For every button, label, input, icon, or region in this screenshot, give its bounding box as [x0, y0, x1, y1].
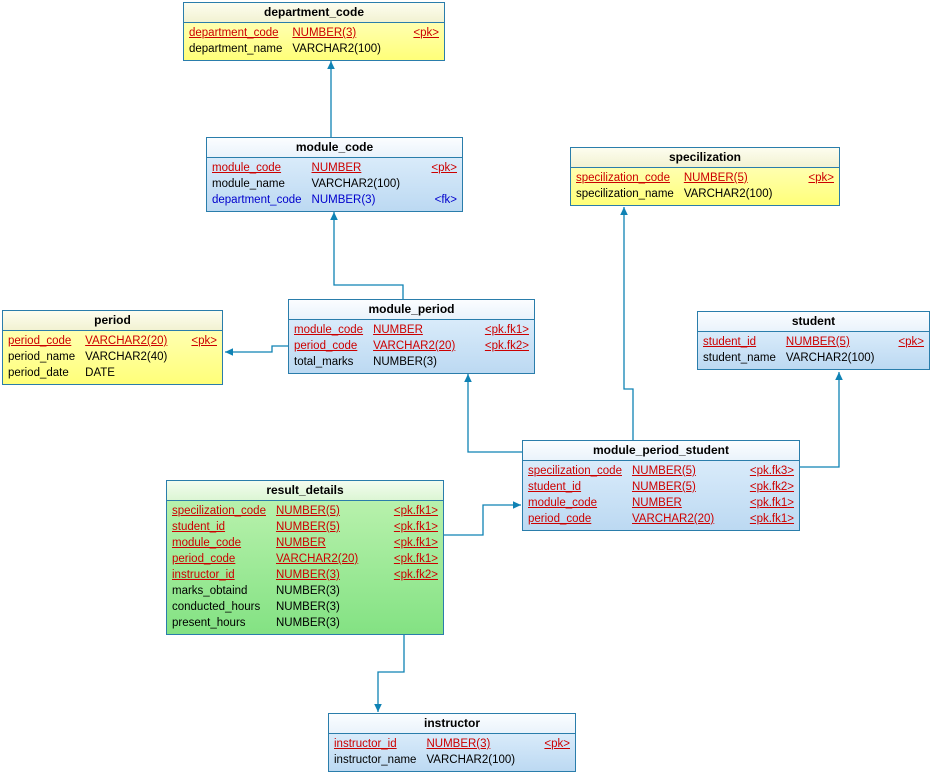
attribute-list: student_id NUMBER(5) <pk> student_name V… [698, 332, 929, 369]
attribute-list: specilization_code NUMBER(5) <pk.fk3> st… [523, 461, 799, 530]
attribute-list: module_code NUMBER <pk> module_name VARC… [207, 158, 462, 211]
entity-title: period [3, 311, 222, 331]
attribute-list: specilization_code NUMBER(5) <pk.fk1> st… [167, 501, 443, 634]
entity-title: result_details [167, 481, 443, 501]
entity-module_code[interactable]: module_code module_code NUMBER <pk> modu… [206, 137, 463, 212]
attribute-list: module_code NUMBER <pk.fk1> period_code … [289, 320, 534, 373]
entity-student[interactable]: student student_id NUMBER(5) <pk> studen… [697, 311, 930, 370]
entity-title: department_code [184, 3, 444, 23]
attribute-list: department_code NUMBER(3) <pk> departmen… [184, 23, 444, 60]
connector-module_period_student-to-specilization[interactable] [620, 207, 634, 440]
connector-module_period_student-to-module_period[interactable] [464, 374, 522, 453]
connector-result_details-to-module_period_student[interactable] [444, 501, 521, 536]
connector-result_details-to-instructor[interactable] [374, 635, 405, 712]
entity-title: instructor [329, 714, 575, 734]
entity-period[interactable]: period period_code VARCHAR2(20) <pk> per… [2, 310, 223, 385]
attribute-list: instructor_id NUMBER(3) <pk> instructor_… [329, 734, 575, 771]
entity-title: module_code [207, 138, 462, 158]
entity-title: student [698, 312, 929, 332]
attribute-list: period_code VARCHAR2(20) <pk> period_nam… [3, 331, 222, 384]
attribute-list: specilization_code NUMBER(5) <pk> specil… [571, 168, 839, 205]
entity-title: module_period [289, 300, 534, 320]
connector-module_period-to-module_code[interactable] [330, 212, 404, 299]
entity-instructor[interactable]: instructor instructor_id NUMBER(3) <pk> … [328, 713, 576, 772]
connector-module_period-to-period[interactable] [225, 345, 288, 356]
entity-department_code[interactable]: department_code department_code NUMBER(3… [183, 2, 445, 61]
entity-module_period[interactable]: module_period module_code NUMBER <pk.fk1… [288, 299, 535, 374]
entity-module_period_student[interactable]: module_period_student specilization_code… [522, 440, 800, 531]
entity-title: specilization [571, 148, 839, 168]
entity-specilization[interactable]: specilization specilization_code NUMBER(… [570, 147, 840, 206]
connector-module_period_student-to-student[interactable] [800, 372, 843, 468]
entity-result_details[interactable]: result_details specilization_code NUMBER… [166, 480, 444, 635]
entity-title: module_period_student [523, 441, 799, 461]
